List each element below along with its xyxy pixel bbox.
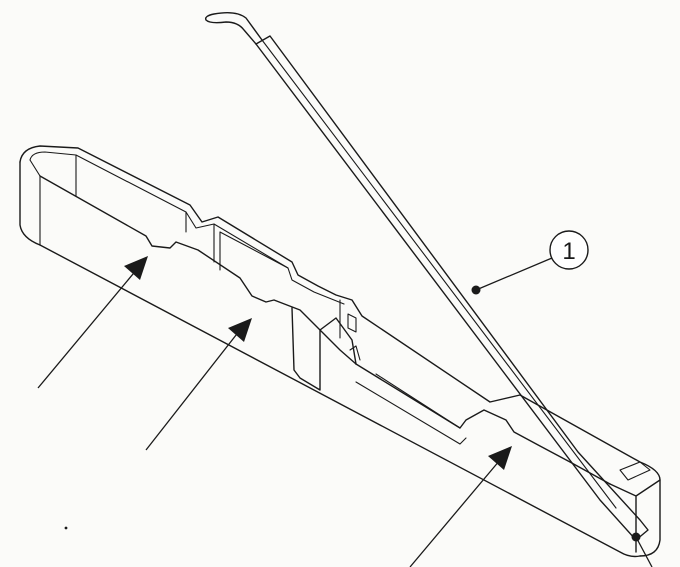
tray-right-channel xyxy=(355,363,611,485)
arrow-slot-middle xyxy=(145,318,252,451)
tray-right-end xyxy=(609,479,661,553)
tray xyxy=(19,145,661,558)
callout-1-circle xyxy=(549,230,589,270)
pick-tool-hook xyxy=(204,11,263,45)
arrow-slot-middle-head xyxy=(228,318,252,342)
pick-tool xyxy=(204,11,649,541)
arrow-slot-right-line xyxy=(409,459,501,567)
tray-right-end-slot xyxy=(619,461,651,481)
callout-1-label: 1 xyxy=(562,238,575,265)
arrow-slot-left-line xyxy=(37,267,139,389)
tray-right-channel-floor xyxy=(355,373,467,445)
callout-1-dot xyxy=(471,285,481,295)
pick-tool-shaft-edge xyxy=(261,39,617,509)
callout-1-leader xyxy=(475,257,553,291)
speck xyxy=(64,526,68,530)
arrow-slot-right xyxy=(409,446,512,567)
tray-rim-outer xyxy=(19,145,661,557)
arrow-slot-left xyxy=(37,256,148,389)
arrow-slot-middle-line xyxy=(145,329,241,451)
tray-rim-inner xyxy=(29,151,345,305)
tray-left-end xyxy=(19,161,41,246)
tip-marker xyxy=(631,532,653,567)
tip-leader xyxy=(635,536,653,567)
arrow-slot-left-head xyxy=(124,256,148,280)
tray-back-wall xyxy=(75,154,289,271)
callout-1: 1 xyxy=(471,230,589,295)
tray-front-top-edge xyxy=(39,175,357,365)
tray-center-detail xyxy=(339,299,361,361)
pick-tool-shaft xyxy=(255,35,649,541)
tray-left-inner-wall xyxy=(29,159,41,246)
arrow-slot-right-head xyxy=(488,446,512,470)
tray-center-block xyxy=(291,307,357,391)
tray-front-bottom-edge xyxy=(39,244,641,558)
